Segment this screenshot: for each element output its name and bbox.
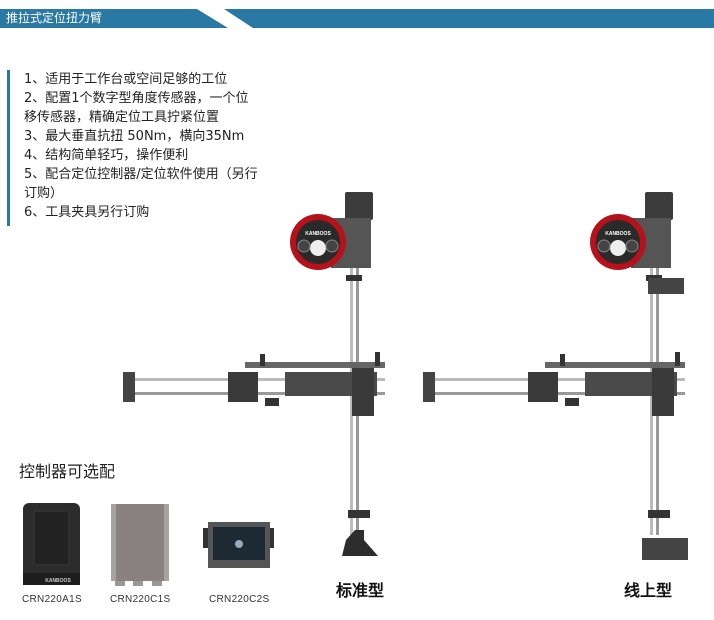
controller-a1s-image: KANBOOS xyxy=(23,503,80,585)
header-bar xyxy=(0,9,714,28)
header-title: 推拉式定位扭力臂 xyxy=(6,11,103,25)
controllers-title: 控制器可选配 xyxy=(19,462,116,481)
controller-c1s-image xyxy=(111,504,169,586)
feature-item: 5、配合定位控制器/定位软件使用（另行 xyxy=(24,167,258,182)
standard-type-label: 标准型 xyxy=(336,581,385,600)
controller-brand-logo: KANBOOS xyxy=(45,578,71,584)
feature-item: 订购） xyxy=(24,186,64,201)
inline-type-label: 线上型 xyxy=(624,581,673,600)
features-accent-bar xyxy=(7,70,10,226)
feature-item: 1、适用于工作台或空间足够的工位 xyxy=(24,72,228,87)
controller-model-label: CRN220A1S xyxy=(22,594,82,605)
feature-item: 6、工具夹具另行订购 xyxy=(24,205,150,220)
inline-arm-illustration xyxy=(422,191,688,560)
feature-item: 4、结构简单轻巧，操作便利 xyxy=(24,148,189,163)
feature-list: 1、适用于工作台或空间足够的工位 2、配置1个数字型角度传感器，一个位 移传感器… xyxy=(24,70,274,222)
standard-arm-illustration xyxy=(122,191,386,556)
feature-item: 2、配置1个数字型角度传感器，一个位 xyxy=(24,91,249,106)
controller-model-label: CRN220C1S xyxy=(110,594,171,605)
feature-item: 3、最大垂直抗扭 50Nm，横向35Nm xyxy=(24,129,245,144)
controller-model-label: CRN220C2S xyxy=(209,594,270,605)
controller-c2s-image xyxy=(203,522,274,568)
feature-item: 移传感器，精确定位工具拧紧位置 xyxy=(24,110,220,125)
